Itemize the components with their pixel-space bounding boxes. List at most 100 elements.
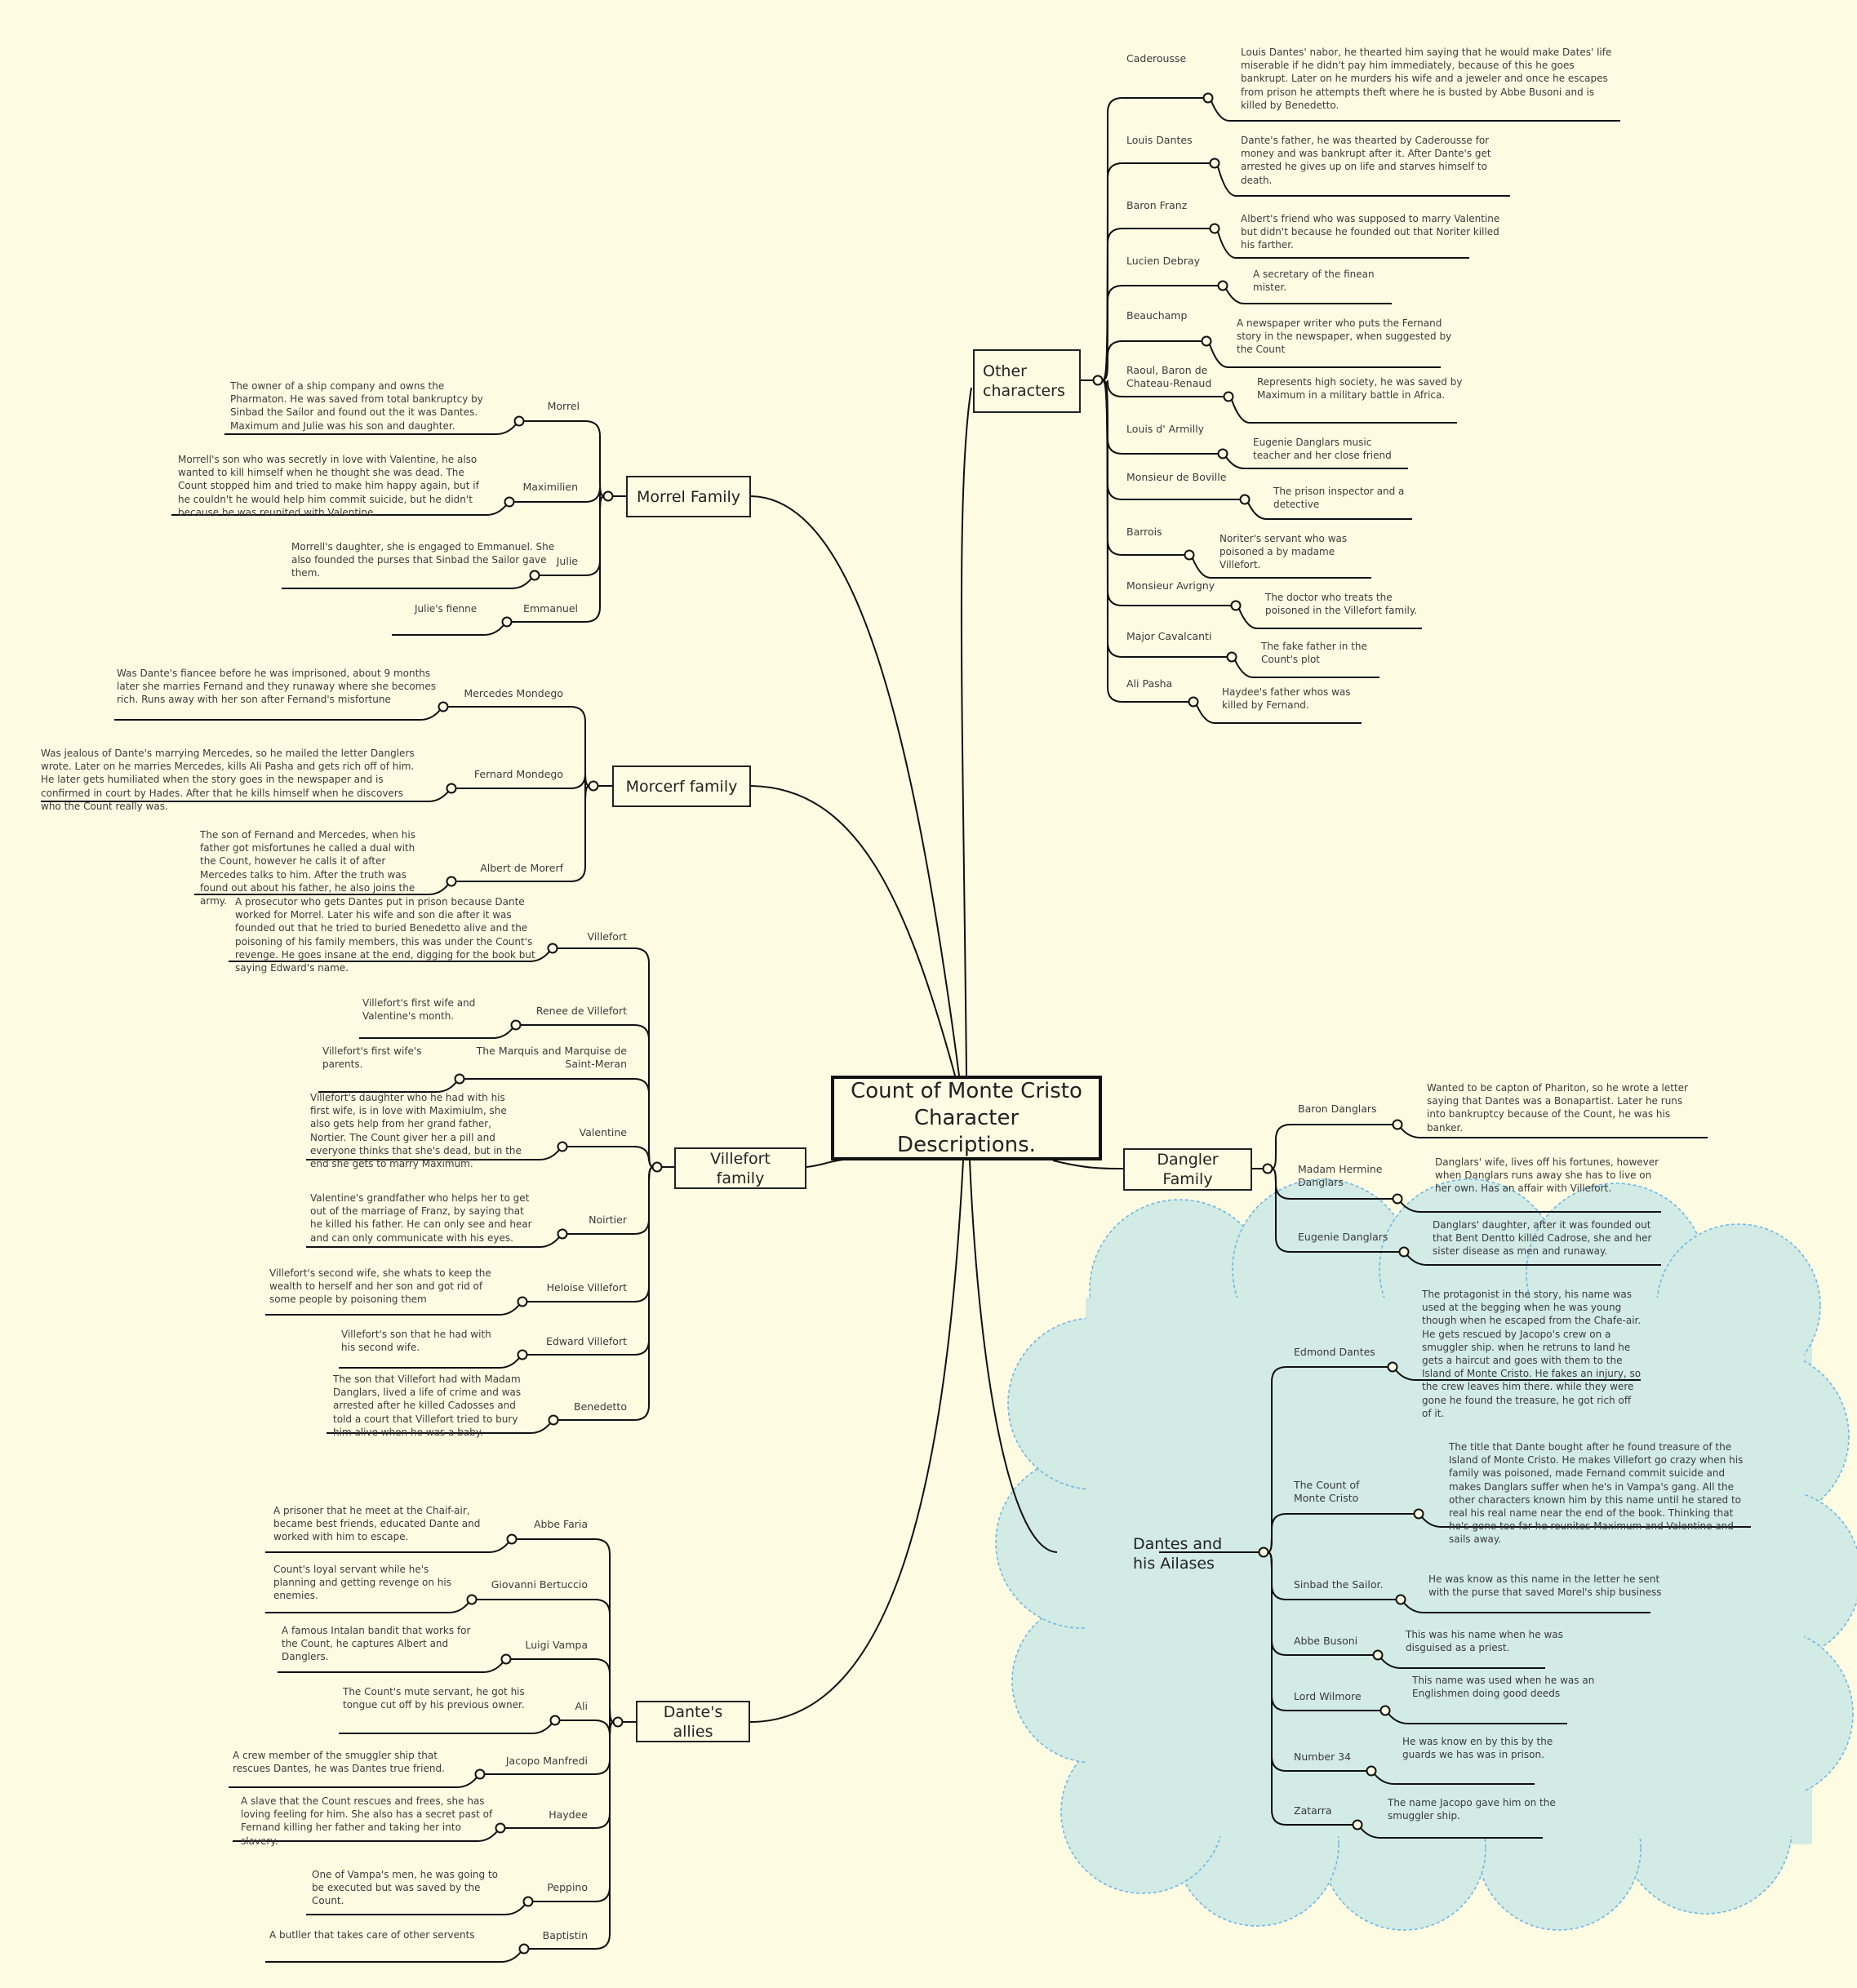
topic-morrel-family-label: Morrel Family bbox=[636, 487, 741, 506]
desc-aliases-4: This name was used when he was an Englis… bbox=[1412, 1675, 1595, 1700]
hub-dot-morrel[interactable] bbox=[602, 490, 614, 502]
label-aliases-0: Edmond Dantes bbox=[1294, 1346, 1375, 1358]
branch-other-6 bbox=[1101, 379, 1218, 455]
node-dot-other-0[interactable] bbox=[1202, 92, 1214, 104]
node-dot-other-3[interactable] bbox=[1217, 280, 1228, 291]
node-dot-morcerf-1[interactable] bbox=[446, 783, 457, 794]
node-dot-allies-7[interactable] bbox=[518, 1943, 530, 1955]
hub-dot-morcerf[interactable] bbox=[588, 780, 599, 792]
label-allies-4: Jacopo Manfredi bbox=[505, 1755, 588, 1767]
node-dot-morrel-3[interactable] bbox=[501, 616, 513, 628]
desc-other-10: The fake father in the Count's plot bbox=[1261, 641, 1367, 666]
label-allies-6: Peppino bbox=[547, 1881, 588, 1893]
node-dot-allies-0[interactable] bbox=[506, 1533, 518, 1545]
hub-dot-allies[interactable] bbox=[612, 1716, 624, 1728]
label-danglar-2: Eugenie Danglars bbox=[1298, 1231, 1388, 1243]
underline-morcerf-2 bbox=[194, 884, 449, 895]
node-dot-danglar-1[interactable] bbox=[1392, 1193, 1403, 1205]
label-other-6: Louis d' Armilly bbox=[1126, 423, 1205, 435]
node-dot-villefort-0[interactable] bbox=[547, 943, 558, 954]
node-dot-danglar-2[interactable] bbox=[1398, 1246, 1410, 1258]
topic-dantes-aliases[interactable]: Dantes and his Ailases bbox=[1133, 1534, 1247, 1573]
branch-other-10 bbox=[1101, 379, 1227, 658]
underline-other-3 bbox=[1225, 288, 1392, 304]
desc-allies-7: A butller that takes care of other serve… bbox=[269, 1929, 475, 1941]
desc-other-8: Noriter's servant who was poisoned a by … bbox=[1219, 533, 1348, 571]
label-morcerf-0: Mercedes Mondego bbox=[464, 687, 563, 699]
branch-aliases-1 bbox=[1267, 1513, 1414, 1553]
underline-allies-2 bbox=[278, 1662, 504, 1673]
desc-aliases-0: The protagonist in the story, his name w… bbox=[1422, 1289, 1642, 1419]
branch-villefort-3 bbox=[567, 1146, 654, 1168]
node-dot-allies-2[interactable] bbox=[500, 1653, 512, 1665]
node-dot-allies-4[interactable] bbox=[474, 1768, 486, 1780]
branch-other-11 bbox=[1101, 379, 1188, 703]
hub-dot-other[interactable] bbox=[1092, 375, 1104, 386]
node-dot-aliases-3[interactable] bbox=[1372, 1649, 1384, 1661]
node-dot-villefort-1[interactable] bbox=[510, 1019, 522, 1031]
underline-villefort-1 bbox=[359, 1027, 513, 1039]
underline-morcerf-0 bbox=[114, 709, 441, 721]
hub-dot-danglar[interactable] bbox=[1262, 1163, 1273, 1174]
desc-danglar-0: Wanted to be capton of Phariton, so he w… bbox=[1427, 1082, 1688, 1134]
node-dot-allies-1[interactable] bbox=[466, 1594, 478, 1605]
node-dot-morcerf-2[interactable] bbox=[446, 876, 457, 887]
topic-morrel-family[interactable]: Morrel Family bbox=[626, 476, 751, 517]
node-dot-other-5[interactable] bbox=[1223, 391, 1234, 402]
label-morrel-1: Maximilien bbox=[522, 481, 578, 493]
node-dot-aliases-5[interactable] bbox=[1366, 1765, 1377, 1777]
node-dot-allies-3[interactable] bbox=[549, 1715, 561, 1726]
node-dot-other-10[interactable] bbox=[1226, 651, 1237, 663]
node-dot-aliases-0[interactable] bbox=[1387, 1361, 1398, 1373]
desc-other-2: Albert's friend who was supposed to marr… bbox=[1241, 213, 1500, 251]
node-dot-villefort-6[interactable] bbox=[517, 1349, 528, 1360]
topic-villefort-family[interactable]: Villefort family bbox=[674, 1147, 806, 1189]
node-dot-aliases-6[interactable] bbox=[1352, 1819, 1363, 1830]
node-dot-other-1[interactable] bbox=[1209, 158, 1220, 169]
label-villefort-4: Noirtier bbox=[589, 1214, 627, 1226]
topic-dantes-allies[interactable]: Dante's allies bbox=[636, 1701, 750, 1742]
node-dot-morrel-1[interactable] bbox=[504, 496, 515, 508]
node-dot-villefort-3[interactable] bbox=[557, 1141, 568, 1152]
topic-dangler-family-label: Dangler Family bbox=[1157, 1151, 1219, 1188]
aliases-cloud bbox=[995, 1178, 1857, 1931]
desc-morcerf-1: Was jealous of Dante's marrying Mercedes… bbox=[41, 748, 415, 812]
node-dot-villefort-4[interactable] bbox=[557, 1228, 568, 1240]
node-dot-aliases-2[interactable] bbox=[1395, 1594, 1406, 1605]
topic-dantes-allies-label: Dante's allies bbox=[663, 1702, 723, 1741]
node-dot-allies-6[interactable] bbox=[522, 1896, 534, 1907]
node-dot-other-6[interactable] bbox=[1217, 448, 1228, 459]
hub-dot-aliases[interactable] bbox=[1258, 1546, 1269, 1558]
node-dot-villefort-5[interactable] bbox=[517, 1296, 528, 1307]
hub-dot-villefort[interactable] bbox=[651, 1161, 663, 1173]
node-dot-villefort-7[interactable] bbox=[548, 1414, 559, 1426]
desc-morrel-2: Morrell's daughter, she is engaged to Em… bbox=[291, 541, 555, 579]
node-dot-aliases-1[interactable] bbox=[1413, 1508, 1424, 1520]
node-dot-villefort-2[interactable] bbox=[454, 1073, 465, 1085]
label-morcerf-1: Fernard Mondego bbox=[473, 768, 563, 780]
desc-aliases-3: This was his name when he was disguised … bbox=[1406, 1629, 1563, 1654]
node-dot-morcerf-0[interactable] bbox=[438, 701, 449, 712]
topic-other-characters-label: Other characters bbox=[983, 362, 1065, 400]
node-dot-other-8[interactable] bbox=[1184, 549, 1195, 561]
node-dot-morrel-0[interactable] bbox=[513, 415, 525, 427]
node-dot-allies-5[interactable] bbox=[495, 1822, 506, 1834]
node-dot-other-4[interactable] bbox=[1201, 335, 1212, 347]
node-dot-other-2[interactable] bbox=[1209, 223, 1220, 234]
node-dot-other-9[interactable] bbox=[1230, 600, 1242, 611]
node-dot-other-7[interactable] bbox=[1239, 494, 1251, 505]
node-dot-danglar-0[interactable] bbox=[1392, 1119, 1403, 1130]
label-other-7: Monsieur de Boville bbox=[1126, 471, 1227, 483]
topic-other-characters[interactable]: Other characters bbox=[973, 349, 1081, 413]
underline-allies-0 bbox=[265, 1542, 509, 1553]
node-dot-morrel-2[interactable] bbox=[529, 570, 540, 581]
topic-morcerf-family[interactable]: Morcerf family bbox=[612, 765, 751, 807]
underline-allies-7 bbox=[265, 1951, 522, 1963]
underline-aliases-5 bbox=[1374, 1773, 1535, 1785]
topic-dangler-family[interactable]: Dangler Family bbox=[1123, 1148, 1252, 1191]
underline-aliases-1 bbox=[1421, 1516, 1751, 1528]
node-dot-aliases-4[interactable] bbox=[1379, 1705, 1391, 1716]
node-dot-other-11[interactable] bbox=[1188, 696, 1199, 708]
